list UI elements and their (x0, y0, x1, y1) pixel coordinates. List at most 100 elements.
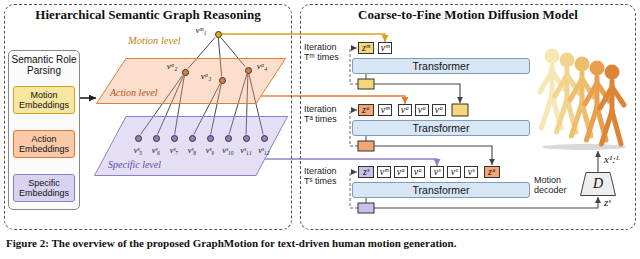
graph-node: vˢ₁₂ (261, 135, 268, 142)
leg (587, 107, 598, 140)
graph-node: vˢ₅ (135, 135, 142, 142)
label-holder: zˢ (604, 196, 611, 209)
node-text: vᵃ (414, 167, 422, 177)
token-box: zᵃ (484, 166, 500, 178)
node-text: Action level (110, 88, 157, 98)
node-label: vˢ₁₀ (222, 146, 233, 155)
node-label: vᵃ₃ (201, 72, 212, 81)
leg (612, 111, 621, 144)
graph-node: vᵃ₂ (182, 69, 189, 76)
floor-shadow (542, 144, 626, 150)
leg (542, 95, 553, 128)
node-text: Semantic Role Parsing (9, 51, 79, 76)
graph-node: vˢ₇ (171, 135, 178, 142)
text-label: Motion level (128, 35, 181, 47)
node-text: Transformer (413, 61, 470, 72)
human-motion-illustration (540, 49, 626, 151)
node-label: vˢ₁₂ (258, 146, 269, 155)
node-label: vˢ₇ (170, 146, 179, 155)
node-text: Transformer (413, 185, 470, 196)
arm (585, 83, 597, 104)
panel: Coarse-to-Fine Motion Diffusion Modelzᵐv… (300, 4, 636, 230)
parsing-box: Semantic Role ParsingMotion EmbeddingsAc… (8, 50, 80, 210)
node-text: vˢ (451, 167, 458, 177)
node-label: vˢ₆ (152, 146, 161, 155)
arm (540, 71, 552, 92)
token-box: vᵃ (432, 104, 446, 116)
text-label: x¹:ᴸ (604, 153, 620, 166)
token-box: vᵐ (378, 104, 392, 116)
leg (602, 111, 613, 144)
label-holder: Iteration Tᵃ times (304, 104, 346, 125)
token-box: vˢ (464, 166, 478, 178)
node-text: Transformer (413, 123, 470, 134)
text-label: Iteration Tˢ times (304, 166, 346, 187)
node-text: zˢ (363, 167, 369, 177)
node-label: vˢ₁₁ (240, 146, 251, 155)
node-text: vᵐ (381, 105, 390, 115)
condition-token (452, 104, 468, 116)
decoder-trapezoid (581, 173, 616, 196)
stage-arrow (374, 84, 460, 103)
connector (286, 96, 405, 104)
token-box: vᵃ (394, 166, 408, 178)
plane-shape (97, 59, 286, 104)
output-token (358, 141, 374, 151)
graph-node: vˢ₉ (207, 135, 214, 142)
level-plane: Specific level vˢ₅ vˢ₆ vˢ₇ vˢ₈ vˢ₉ vˢ₁₀ vˢ₁₁ vˢ₁… (94, 116, 288, 176)
label-holder: Motion decoder (534, 175, 576, 196)
graph-node: vˢ₁₀ (225, 135, 232, 142)
connector (222, 34, 386, 42)
output-line (366, 136, 367, 141)
plane-stub (265, 158, 288, 159)
output-token (358, 203, 374, 213)
decoder-arrow (374, 197, 598, 208)
embedding-box: Motion Embeddings (13, 86, 75, 114)
arm (555, 75, 567, 96)
node-text: vᵃ (418, 105, 426, 115)
node-text: vᵐ (381, 43, 390, 53)
graph-node: vᵃ₃ (219, 77, 226, 84)
head (590, 61, 605, 76)
text-label: Motion decoder (534, 175, 576, 196)
token-box: zˢ (358, 166, 374, 178)
token-box: vᵃ (398, 104, 412, 116)
node-label: vˢ₉ (206, 146, 215, 155)
node-text: Action Embeddings (14, 134, 74, 154)
leg (557, 99, 568, 132)
node-text: Motion Embeddings (14, 90, 74, 110)
node-text: D (593, 177, 603, 191)
head (575, 57, 590, 72)
graph-node: vˢ₁₁ (243, 135, 250, 142)
label-holder: Iteration Tˢ times (304, 166, 346, 187)
node-text: Specific Embeddings (14, 178, 74, 198)
arm (612, 87, 624, 105)
node-text: vˢ (468, 167, 475, 177)
node-label: vᵐ₁ (196, 26, 207, 35)
level-plane: Action levelvᵃ₂vᵃ₃vᵃ₄ (96, 58, 286, 104)
graph-node: vˢ₈ (189, 135, 196, 142)
transformer-block: Transformer (352, 120, 530, 136)
head (545, 49, 560, 64)
node-label: vᵃ₂ (167, 62, 178, 71)
head (560, 53, 575, 68)
decoder-shape: D (580, 172, 616, 196)
output-line (366, 74, 367, 79)
node-text: zᵃ (488, 167, 496, 177)
token-box: vᵐ (377, 166, 391, 178)
token-box: zᵐ (358, 42, 374, 54)
head (605, 65, 620, 80)
embedding-box: Specific Embeddings (13, 174, 75, 202)
panel-title: Coarse-to-Fine Motion Diffusion Model (301, 8, 635, 22)
label-holder: Motion level (128, 35, 181, 47)
leg (572, 103, 583, 136)
node-text: Specific level (108, 160, 161, 170)
plane-stub (261, 95, 286, 96)
plane-shape (95, 117, 288, 176)
embedding-box: Action Embeddings (13, 130, 75, 158)
human-figure (600, 65, 624, 145)
transformer-block: Transformer (352, 182, 530, 198)
